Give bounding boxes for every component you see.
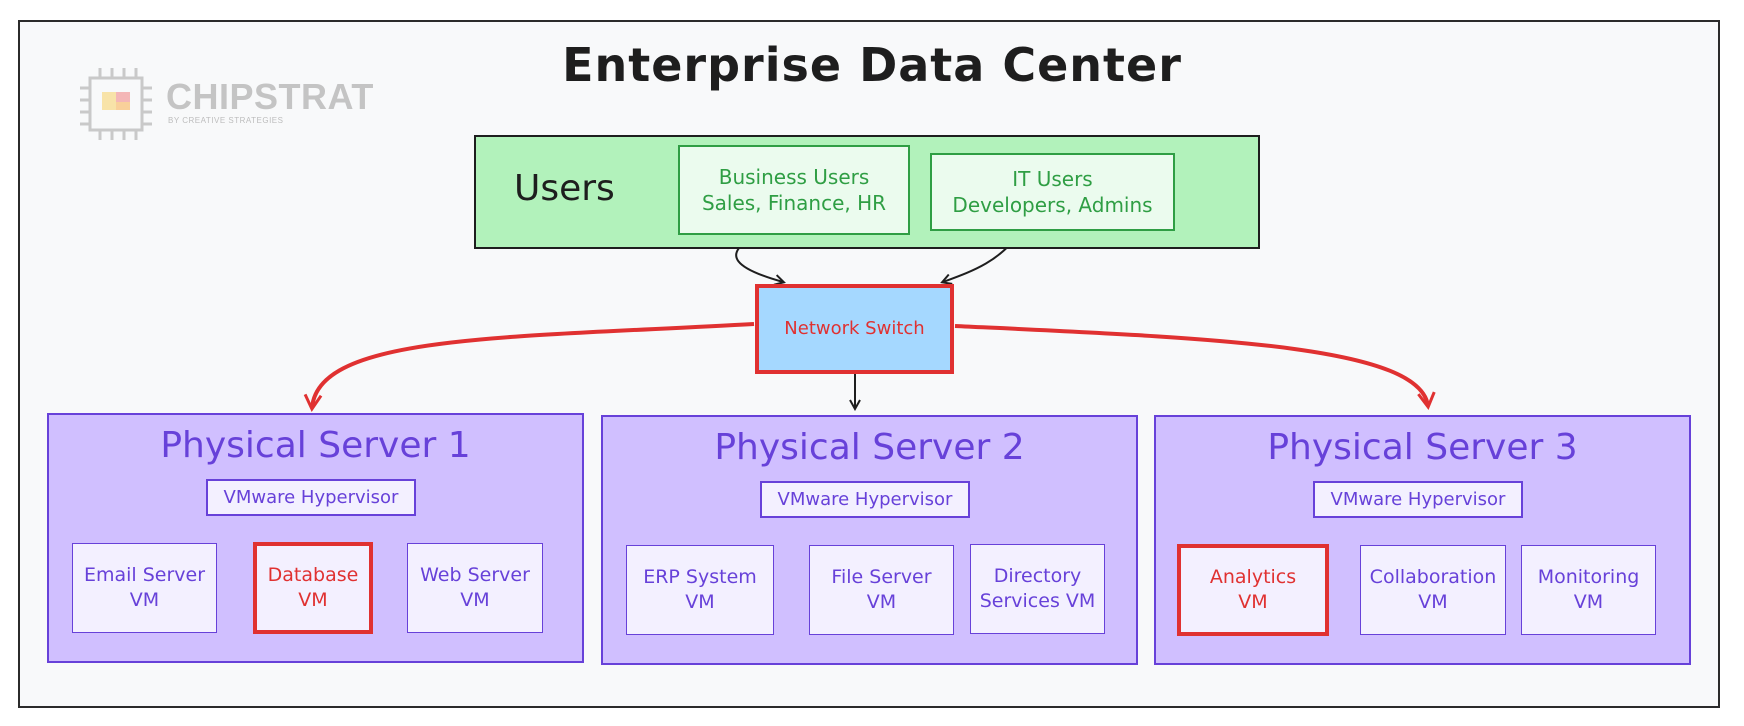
server-2-hypervisor-label: VMware Hypervisor (777, 488, 953, 510)
business-users-title: Business Users (718, 165, 870, 189)
chip-icon (80, 68, 152, 140)
server-1-hypervisor: VMware Hypervisor (206, 479, 416, 516)
vm-sublabel: VM (129, 589, 160, 611)
server-3-hypervisor-label: VMware Hypervisor (1330, 488, 1506, 510)
server-2-vm-file: File Server VM (809, 545, 954, 635)
vm-sublabel: VM (685, 591, 715, 613)
vm-label: Collaboration (1369, 566, 1497, 589)
vm-label: Email Server (83, 564, 206, 587)
server-3-vm-monitoring: Monitoring VM (1521, 545, 1656, 635)
vm-sublabel: VM (866, 591, 897, 613)
server-2-vm-erp: ERP System VM (626, 545, 774, 635)
it-users-title: IT Users (1012, 167, 1093, 191)
logo-wordmark: CHIPSTRAT (166, 76, 374, 117)
vm-label: Directory (993, 565, 1082, 588)
vm-sublabel: VM (298, 589, 328, 611)
server-3-vm-analytics: Analytics VM (1177, 544, 1329, 636)
vm-label: Web Server (420, 564, 530, 587)
logo-tagline: BY CREATIVE STRATEGIES (168, 116, 284, 125)
users-label: Users (514, 168, 615, 209)
server-3-title: Physical Server 3 (1267, 427, 1578, 468)
diagram-title: Enterprise Data Center (562, 38, 1182, 92)
server-2-hypervisor: VMware Hypervisor (760, 481, 970, 518)
server-2-vm-directory: Directory Services VM (970, 544, 1105, 634)
chipstrat-logo: CHIPSTRAT BY CREATIVE STRATEGIES (78, 66, 398, 142)
vm-label: ERP System (643, 566, 757, 589)
vm-sublabel: Services VM (979, 590, 1096, 612)
network-switch-label: Network Switch (784, 318, 925, 340)
vm-sublabel: VM (1238, 591, 1268, 613)
vm-label: Database (267, 564, 359, 587)
it-users-detail: Developers, Admins (952, 193, 1153, 217)
vm-sublabel: VM (1418, 591, 1448, 613)
arrow-switch-to-server-1 (303, 322, 755, 413)
business-users-box: Business Users Sales, Finance, HR (678, 145, 910, 235)
vm-label: File Server (831, 566, 932, 589)
vm-sublabel: VM (1573, 591, 1604, 613)
server-2-title: Physical Server 2 (714, 427, 1025, 468)
vm-label: Analytics (1209, 566, 1297, 589)
server-1-vm-web: Web Server VM (407, 543, 543, 633)
server-1-title: Physical Server 1 (160, 425, 471, 466)
arrow-switch-to-server-3 (954, 324, 1436, 410)
vm-sublabel: VM (460, 589, 490, 611)
business-users-detail: Sales, Finance, HR (701, 191, 887, 215)
server-3-vm-collaboration: Collaboration VM (1360, 545, 1506, 635)
server-1-vm-database: Database VM (253, 542, 373, 634)
server-1-vm-email: Email Server VM (72, 543, 217, 633)
network-switch: Network Switch (755, 284, 954, 374)
server-1-hypervisor-label: VMware Hypervisor (223, 486, 399, 508)
it-users-box: IT Users Developers, Admins (930, 153, 1175, 231)
server-3-hypervisor: VMware Hypervisor (1313, 481, 1523, 518)
vm-label: Monitoring (1537, 566, 1640, 589)
